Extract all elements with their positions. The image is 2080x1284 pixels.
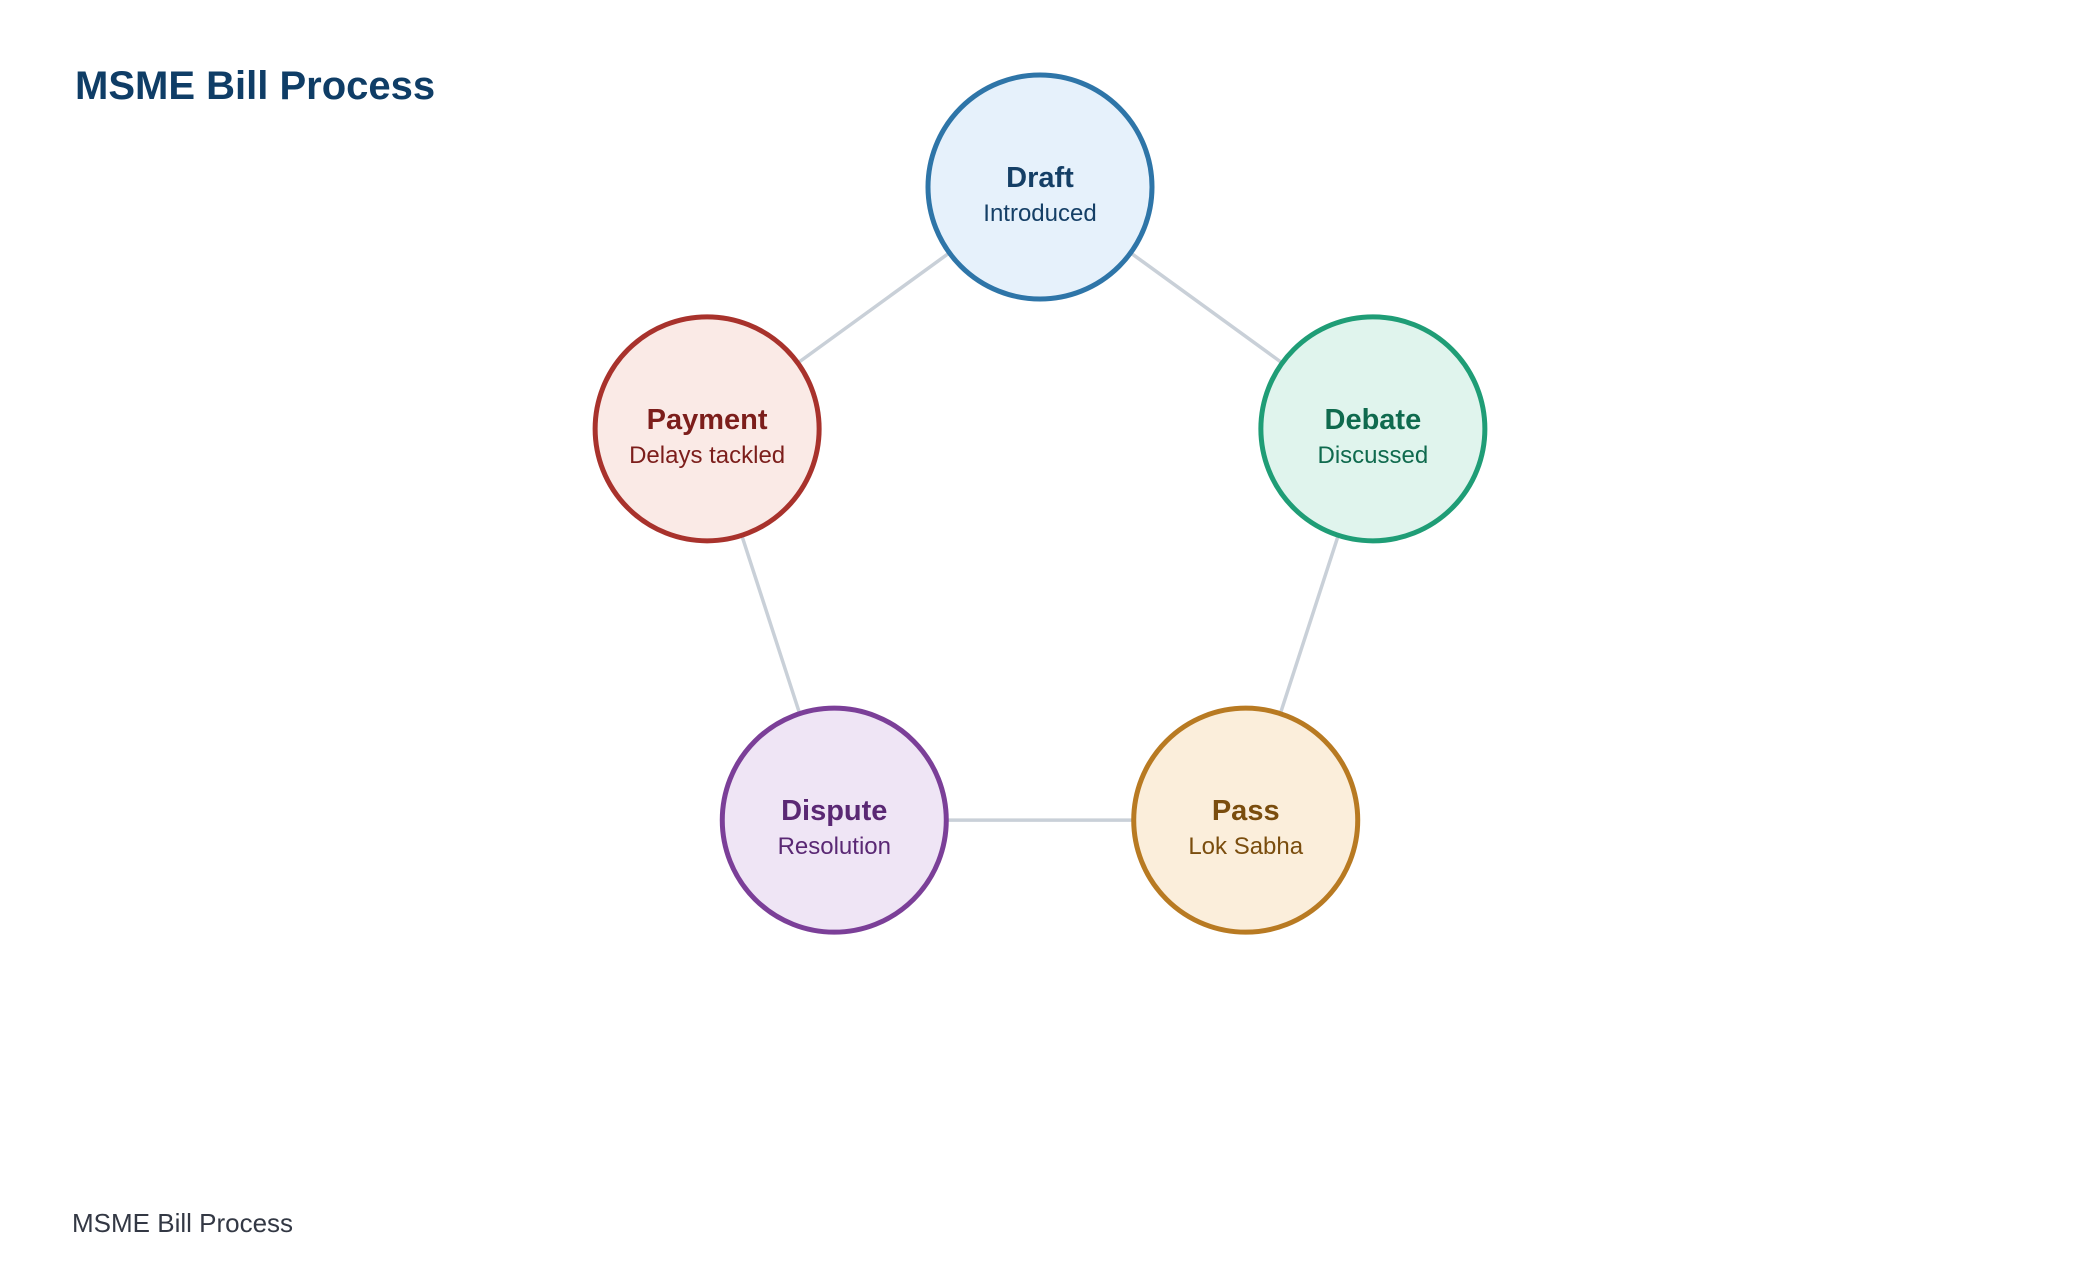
node-label-pass: Pass bbox=[1212, 795, 1280, 827]
node-circle-payment bbox=[592, 314, 822, 544]
edge-debate-pass bbox=[1278, 534, 1340, 715]
node-label-debate: Debate bbox=[1325, 404, 1422, 436]
edge-draft-debate bbox=[1129, 251, 1284, 365]
node-label-draft: Draft bbox=[1006, 162, 1074, 194]
edge-dispute-payment bbox=[740, 534, 802, 715]
node-label-dispute: Dispute bbox=[781, 795, 887, 827]
node-sublabel-dispute: Resolution bbox=[778, 833, 891, 860]
node-label-payment: Payment bbox=[647, 404, 768, 436]
edges bbox=[740, 251, 1340, 822]
node-circle-pass bbox=[1131, 705, 1361, 935]
node-sublabel-payment: Delays tackled bbox=[629, 442, 785, 469]
diagram-caption: MSME Bill Process bbox=[72, 1208, 294, 1238]
node-circle-dispute bbox=[719, 705, 949, 935]
node-sublabel-pass: Lok Sabha bbox=[1188, 833, 1303, 860]
node-circle-draft bbox=[925, 72, 1155, 302]
diagram-title: MSME Bill Process bbox=[75, 64, 436, 108]
edge-payment-draft bbox=[796, 251, 951, 365]
node-sublabel-draft: Introduced bbox=[983, 200, 1096, 227]
node-circle-debate bbox=[1258, 314, 1488, 544]
node-sublabel-debate: Discussed bbox=[1318, 442, 1429, 469]
